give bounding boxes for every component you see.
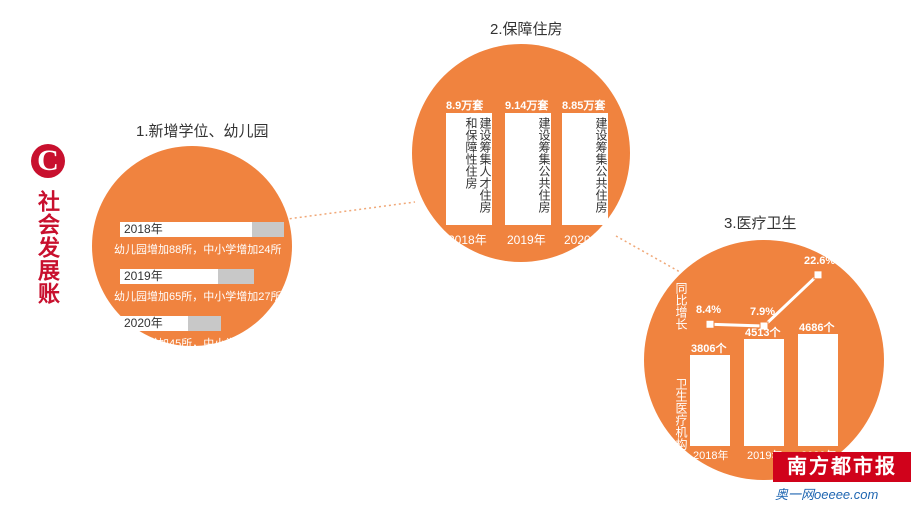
- housing-year: 2018年: [448, 233, 487, 247]
- count-axis-label: 卫生医疗机构: [674, 378, 688, 450]
- bar-year-label: 2020年: [124, 316, 163, 330]
- bar-year-label: 2019年: [124, 269, 163, 283]
- section-side-title: 社会发展账: [35, 190, 60, 305]
- school-bar-row: 2019年: [120, 269, 254, 284]
- housing-value: 9.14万套: [505, 100, 549, 112]
- newspaper-logo-text: 南方都市报: [787, 456, 897, 478]
- bar-description: 幼儿园增加45所，中小学增加25所: [114, 338, 282, 350]
- school-bar-row: 2020年: [120, 316, 222, 331]
- housing-card: 建设筹集公共住房: [562, 113, 608, 225]
- facility-bar: [690, 355, 730, 446]
- housing-value: 8.9万套: [446, 100, 484, 112]
- school-bar: [217, 269, 254, 284]
- housing-card: 建设筹集人才住房和保障性住房: [446, 113, 492, 225]
- growth-point: [813, 270, 823, 280]
- kindergarten-bar: [120, 222, 252, 237]
- school-bar: [187, 316, 222, 331]
- facility-count-label: 4513个: [745, 326, 781, 339]
- housing-card: 建设筹集公共住房: [505, 113, 551, 225]
- school-bar: [252, 222, 285, 237]
- medical-title: 3.医疗卫生: [724, 215, 797, 232]
- growth-line: [709, 273, 820, 328]
- kindergarten-bar: [120, 269, 218, 284]
- facility-year: 2018年: [693, 450, 729, 462]
- bar-description: 幼儿园增加88所，中小学增加24所: [114, 244, 282, 256]
- growth-axis-label: 同比增长: [674, 282, 688, 330]
- growth-label: 22.6%: [804, 254, 836, 267]
- facility-bar: [798, 334, 838, 446]
- bar-description: 幼儿园增加65所，中小学增加27所: [114, 291, 282, 303]
- schools-title: 1.新增学位、幼儿园: [136, 123, 269, 140]
- kindergarten-bar: [120, 316, 188, 331]
- growth-point: [705, 319, 715, 329]
- growth-label: 7.9%: [750, 306, 776, 318]
- facility-bar: [744, 338, 784, 446]
- bar-year-label: 2018年: [124, 222, 163, 236]
- growth-label: 8.4%: [696, 304, 722, 317]
- school-bar-row: 2018年: [120, 222, 285, 237]
- housing-value: 8.85万套: [562, 100, 606, 112]
- housing-year: 2019年: [507, 233, 546, 247]
- newspaper-logo: [773, 452, 911, 482]
- facility-count-label: 3806个: [691, 343, 727, 356]
- facility-count-label: 4686个: [799, 322, 835, 335]
- growth-point: [759, 321, 769, 331]
- housing-title: 2.保障住房: [490, 21, 563, 38]
- schools-circle: [92, 146, 292, 346]
- housing-year: 2020年: [564, 233, 603, 247]
- section-letter-badge: C: [31, 144, 65, 178]
- watermark: 奥一网oeeee.com: [775, 487, 879, 502]
